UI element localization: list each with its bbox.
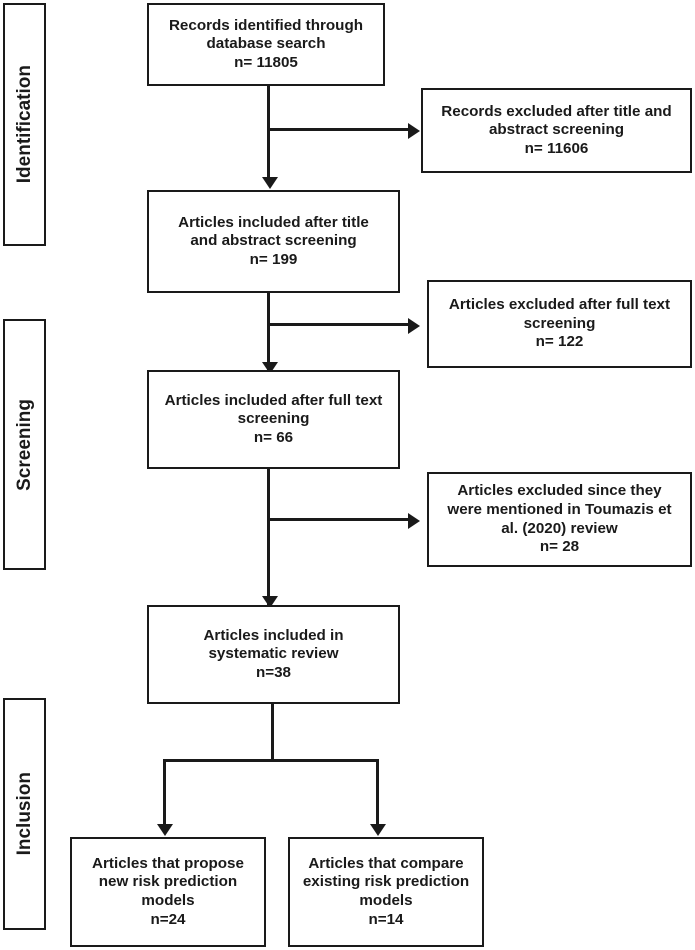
node-articles-included-title-abstract-text: Articles included after title and abstra… <box>178 213 369 268</box>
stage-box-identification: Identification <box>3 3 46 246</box>
node-articles-included-fulltext: Articles included after full text screen… <box>147 370 400 469</box>
node-articles-included-title-abstract: Articles included after title and abstra… <box>147 190 400 293</box>
stage-label-screening: Screening <box>14 398 35 491</box>
arrowhead-compare-existing-models <box>369 824 386 836</box>
node-articles-compare-existing-models-text: Articles that compare existing risk pred… <box>302 854 470 928</box>
node-records-excluded-title-abstract: Records excluded after title and abstrac… <box>421 88 692 173</box>
connector-identified-to-included <box>267 85 270 181</box>
connector-branch-articles-excluded-toumazis <box>267 518 409 521</box>
node-articles-excluded-fulltext-text: Articles excluded after full text screen… <box>448 296 671 351</box>
connector-branch-articles-excluded-fulltext <box>267 323 409 326</box>
node-articles-included-fulltext-text: Articles included after full text screen… <box>164 391 383 446</box>
node-records-identified-text: Records identified through database sear… <box>168 16 364 71</box>
stage-box-inclusion: Inclusion <box>3 698 46 930</box>
stage-label-inclusion: Inclusion <box>14 772 35 856</box>
connector-title-to-fulltext <box>267 292 270 374</box>
connector-branch-records-excluded <box>267 128 409 131</box>
node-articles-propose-new-models: Articles that propose new risk predictio… <box>70 837 266 947</box>
connector-systematic-split-bar <box>163 759 379 762</box>
arrowhead-propose-new-models <box>156 824 173 836</box>
arrowhead-articles-excluded-fulltext <box>408 317 420 334</box>
connector-split-right-drop <box>376 759 379 827</box>
node-articles-propose-new-models-text: Articles that propose new risk predictio… <box>92 854 244 928</box>
node-articles-compare-existing-models: Articles that compare existing risk pred… <box>288 837 484 947</box>
node-articles-excluded-toumazis-text: Articles excluded since they were mentio… <box>447 482 672 556</box>
connector-split-left-drop <box>163 759 166 827</box>
arrowhead-identified-to-included <box>261 177 278 189</box>
arrowhead-articles-excluded-toumazis <box>408 512 420 529</box>
node-records-identified: Records identified through database sear… <box>147 3 385 86</box>
stage-label-identification: Identification <box>14 65 35 184</box>
arrowhead-records-excluded <box>408 122 420 139</box>
connector-fulltext-to-systematic <box>267 468 270 608</box>
node-articles-excluded-fulltext: Articles excluded after full text screen… <box>427 280 692 368</box>
stage-box-screening: Screening <box>3 319 46 570</box>
node-articles-included-systematic-review: Articles included in systematic review n… <box>147 605 400 704</box>
node-records-excluded-title-abstract-text: Records excluded after title and abstrac… <box>441 102 672 157</box>
node-articles-included-systematic-review-text: Articles included in systematic review n… <box>203 626 344 681</box>
connector-systematic-split-trunk <box>271 703 274 761</box>
node-articles-excluded-toumazis: Articles excluded since they were mentio… <box>427 472 692 567</box>
